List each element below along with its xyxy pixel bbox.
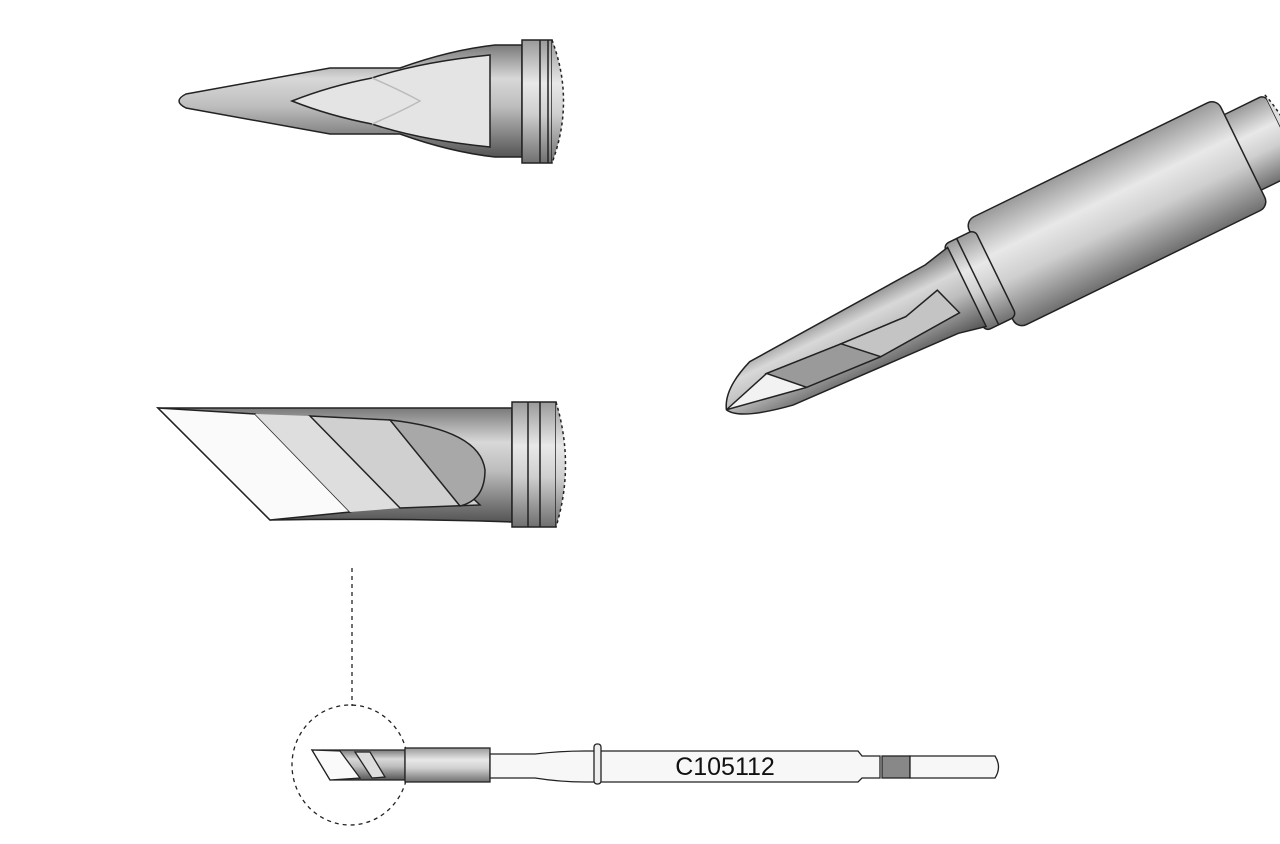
tip-full-view: C105112 bbox=[310, 743, 1000, 785]
tip-top-view bbox=[178, 39, 565, 164]
tip-side-view bbox=[156, 401, 567, 528]
detail-callout bbox=[291, 568, 409, 826]
tip-isometric-view bbox=[725, 94, 1280, 415]
part-number-label: C105112 bbox=[675, 753, 775, 781]
